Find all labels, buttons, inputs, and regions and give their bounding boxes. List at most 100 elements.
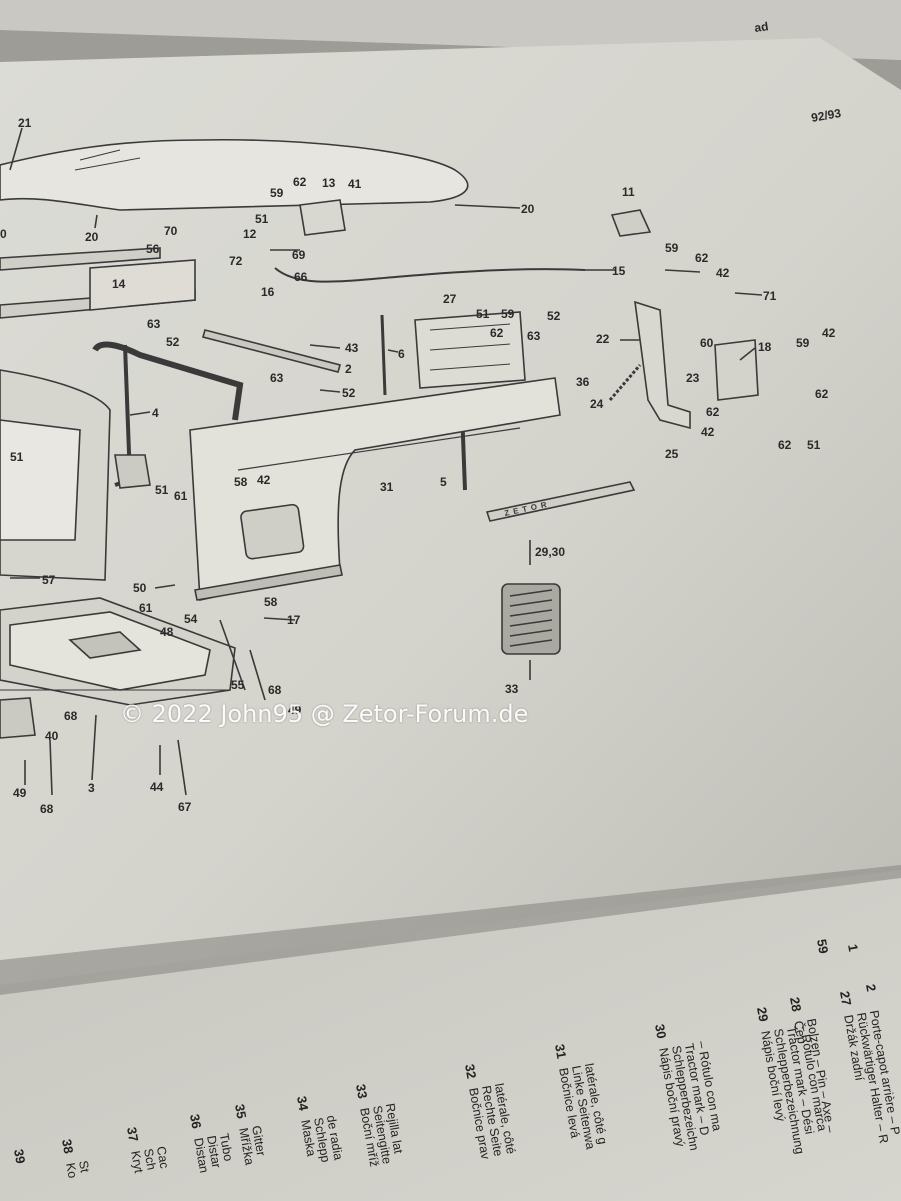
callout: 66: [294, 270, 308, 284]
callout: 24: [590, 397, 604, 411]
entry-number: 39: [11, 1148, 28, 1165]
callout: 61: [174, 489, 188, 503]
callout: 29,30: [535, 545, 565, 559]
entry-number: 31: [552, 1043, 569, 1060]
callout: 49: [288, 703, 302, 717]
callout: 44: [150, 780, 164, 794]
callout: 59: [665, 241, 679, 255]
watermark: © 2022 John95 @ Zetor-Forum.de: [120, 700, 529, 728]
callout: 51: [807, 438, 821, 452]
callout: 62: [815, 387, 829, 401]
callout: 51: [255, 212, 269, 226]
callout: 51: [155, 483, 169, 497]
entry-number: 34: [294, 1095, 311, 1113]
callout: 61: [139, 601, 153, 615]
callout: 51: [10, 450, 24, 464]
entry-number: 29: [754, 1006, 771, 1023]
callout: 72: [229, 254, 243, 268]
emblem-strip: [485, 481, 636, 522]
callout: 25: [665, 447, 679, 461]
corner-mark: ad: [753, 19, 769, 35]
callout: 17: [287, 613, 301, 627]
callout: 52: [166, 335, 180, 349]
callout: 12: [243, 227, 257, 241]
callout: 60: [700, 336, 714, 350]
entry-line: Cac: [154, 1145, 172, 1169]
callout: 52: [547, 309, 561, 323]
callout: 68: [40, 802, 54, 816]
callout: 62: [695, 251, 709, 265]
callout: 14: [112, 277, 126, 291]
callout: 2: [345, 362, 352, 376]
callout: 57: [42, 573, 56, 587]
entry-number: 36: [187, 1113, 204, 1130]
callout: 50: [133, 581, 147, 595]
callout: 18: [758, 340, 772, 354]
entry-line: Tubo: [217, 1132, 236, 1162]
callout: 55: [231, 678, 245, 692]
callout: 62: [293, 175, 307, 189]
entry-line: Sch: [141, 1147, 159, 1171]
callout: 70: [164, 224, 178, 238]
entry-number: 30: [652, 1023, 669, 1040]
entry-line: Distan: [191, 1137, 211, 1174]
callout: 54: [184, 612, 198, 626]
page-number: 92/93: [810, 106, 842, 125]
callout: 27: [443, 292, 457, 306]
callout: 16: [261, 285, 275, 299]
callout: 51: [476, 307, 490, 321]
callout: 42: [257, 473, 271, 487]
entry-number: 35: [232, 1103, 249, 1120]
callout: 42: [701, 425, 715, 439]
callout: 59: [796, 336, 810, 350]
callout: 62: [490, 326, 504, 340]
callout: 33: [505, 682, 519, 696]
entry-line: Kryt: [128, 1150, 146, 1175]
entry-number: 37: [124, 1126, 141, 1143]
entry-number: 32: [462, 1063, 479, 1080]
entry-line: Čep: [791, 1020, 810, 1045]
callout: 43: [345, 341, 359, 355]
callout: 41: [348, 177, 362, 191]
page-edge-shadow: [0, 865, 901, 995]
callout: 36: [576, 375, 590, 389]
entry-line: St: [76, 1159, 92, 1174]
callout: 40: [45, 729, 59, 743]
exploded-diagram: [0, 127, 763, 796]
entry-line: Gitter: [249, 1124, 268, 1157]
callout-labels: 21 0 20 20 59 62 13 41 51 12 72 69 66 16…: [0, 116, 836, 816]
entry-number: 33: [353, 1083, 370, 1100]
callout: 68: [268, 683, 282, 697]
margin-number: 59: [814, 938, 831, 955]
callout: 20: [521, 202, 535, 216]
callout: 0: [0, 227, 7, 241]
callout: 62: [706, 405, 720, 419]
diagram-page: [0, 38, 901, 985]
callout: 56: [146, 242, 160, 256]
callout: 63: [147, 317, 161, 331]
parts-list-entry: 39: [11, 1148, 28, 1165]
callout: 49: [13, 786, 27, 800]
callout: 11: [622, 185, 635, 199]
callout: 42: [822, 326, 836, 340]
entry-line: Distar: [204, 1134, 223, 1169]
callout: 15: [612, 264, 626, 278]
callout: 6: [398, 347, 405, 361]
callout: 4: [152, 406, 159, 420]
callout: 3: [88, 781, 95, 795]
callout: 63: [527, 329, 541, 343]
callout: 5: [440, 475, 447, 489]
callout: 31: [380, 480, 394, 494]
callout: 63: [270, 371, 284, 385]
callout: 58: [264, 595, 278, 609]
callout: 52: [342, 386, 356, 400]
callout: 21: [18, 116, 32, 130]
entry-line: Mřížka: [236, 1127, 256, 1166]
